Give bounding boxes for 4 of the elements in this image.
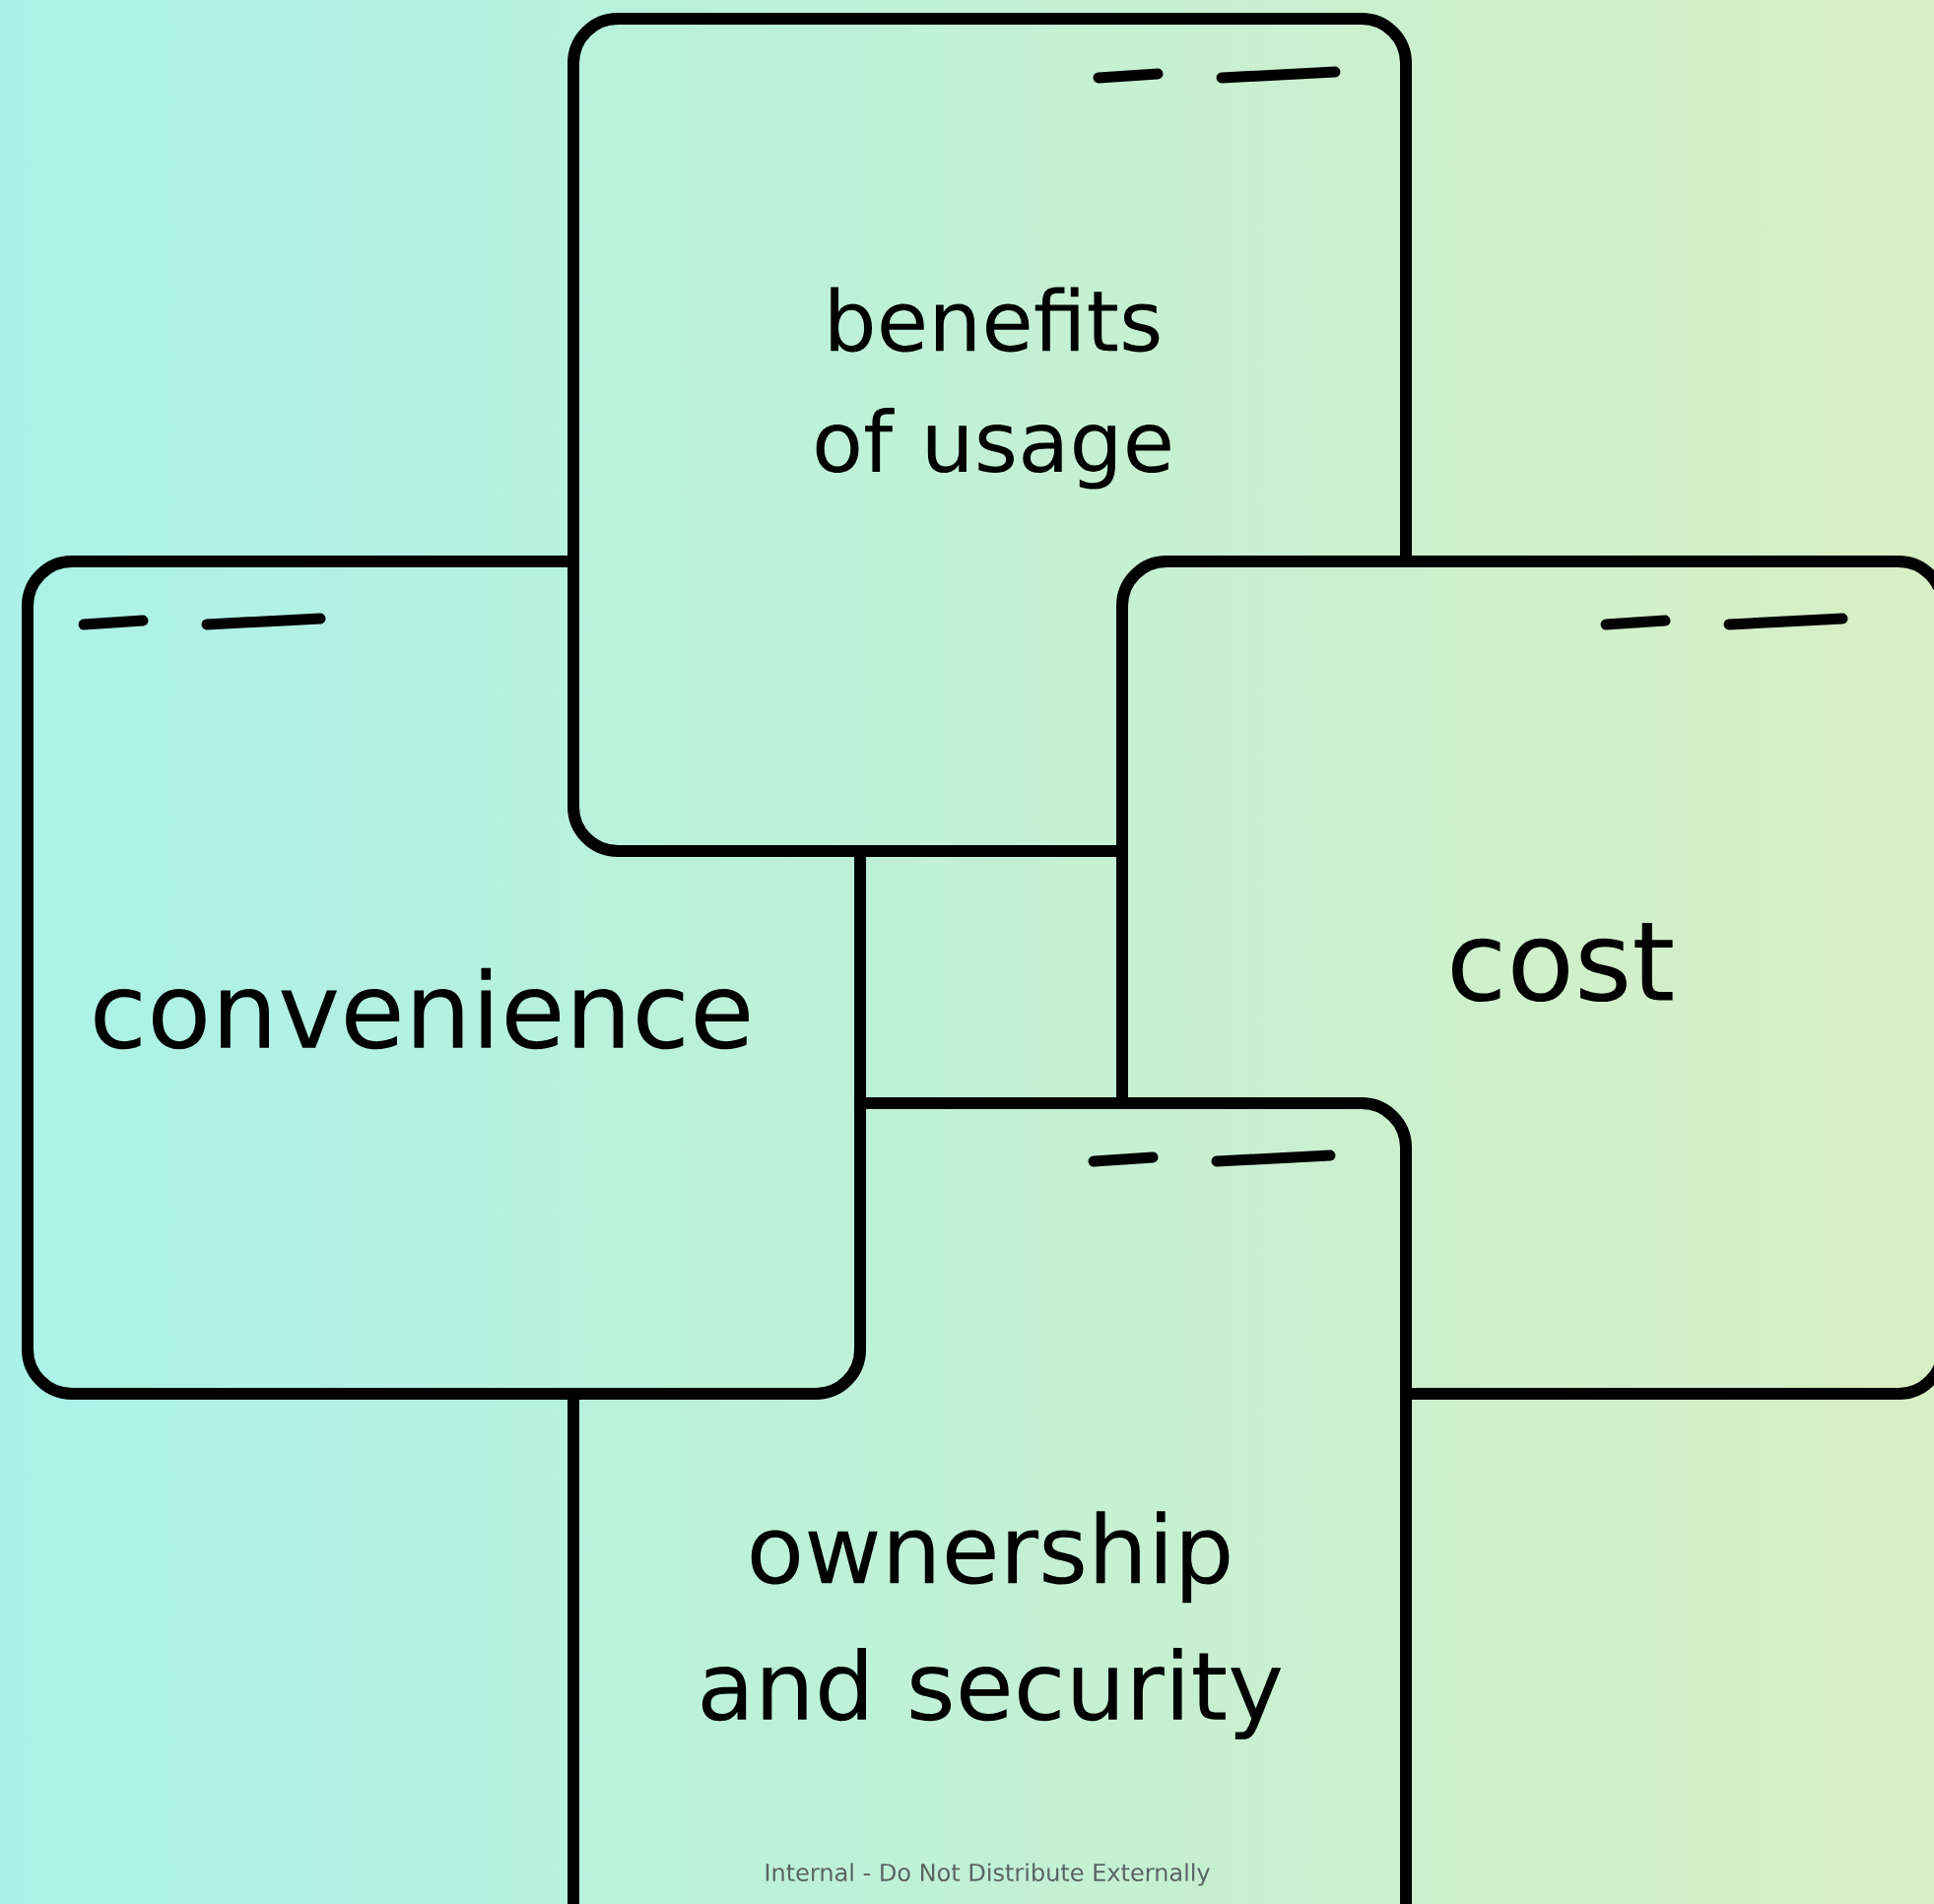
- window-box: cost: [1116, 556, 1934, 1400]
- window-box: benefits of usage: [567, 13, 1412, 857]
- footer-note: Internal - Do Not Distribute Externally: [766, 1863, 1210, 1886]
- window-box: convenience: [22, 556, 867, 1400]
